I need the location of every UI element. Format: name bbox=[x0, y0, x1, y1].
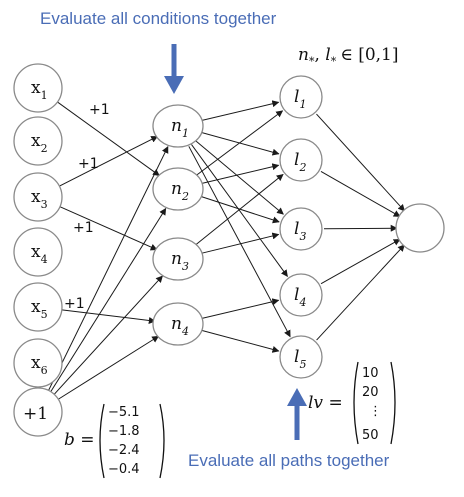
bias-node: +1 bbox=[13, 387, 63, 437]
edge-l2-output bbox=[320, 170, 401, 218]
range-l: l bbox=[325, 45, 330, 65]
edge-n3-l3 bbox=[200, 232, 280, 255]
leaf-node-l5-label: l5 bbox=[294, 347, 306, 371]
hidden-node-n3-label: n3 bbox=[171, 249, 189, 273]
edge-bias-n2 bbox=[49, 207, 167, 393]
input-node-x4-label: x4 bbox=[31, 242, 48, 266]
bias-value-2: −1.8 bbox=[108, 424, 140, 439]
bias-value-4: −0.4 bbox=[108, 462, 140, 477]
edge-n1-l3 bbox=[195, 140, 284, 215]
weight-label-x5: +1 bbox=[64, 296, 85, 312]
input-node-x2-label: x2 bbox=[31, 131, 48, 155]
hidden-node-n1-label: n1 bbox=[171, 116, 189, 140]
bias-vector-label: b = bbox=[64, 430, 95, 450]
input-node-x4: x4 bbox=[13, 227, 63, 277]
leaf-node-l3: l3 bbox=[279, 207, 323, 251]
edge-l1-output bbox=[316, 113, 406, 212]
range-set: ∈ [0,1] bbox=[340, 45, 398, 65]
edge-x3-n3 bbox=[58, 205, 158, 251]
bottom-caption: Evaluate all paths together bbox=[188, 451, 390, 470]
input-node-x3-label: x3 bbox=[31, 187, 48, 211]
weight-label-x3-upper: +1 bbox=[78, 156, 99, 172]
bias-vector: b = −5.1 −1.8 −2.4 −0.4 bbox=[64, 403, 165, 479]
input-node-x2: x2 bbox=[13, 116, 63, 166]
input-node-x6: x6 bbox=[13, 338, 63, 388]
edge-bias-n3 bbox=[53, 275, 163, 396]
lv-left-bracket bbox=[353, 361, 359, 445]
edge-l4-output bbox=[320, 238, 401, 285]
edge-l3-output bbox=[323, 224, 398, 232]
hidden-node-n4-label: n4 bbox=[171, 314, 189, 338]
leaf-value-3: ⋮ bbox=[369, 404, 382, 419]
edge-bias-n4 bbox=[57, 335, 160, 401]
edge-n1-l4 bbox=[191, 144, 288, 277]
output-node bbox=[395, 203, 445, 253]
leaf-node-l2: l2 bbox=[279, 138, 323, 182]
input-node-x1-label: x1 bbox=[31, 78, 48, 102]
edge-n2-l2 bbox=[200, 163, 280, 185]
edge-x1-n2 bbox=[56, 101, 160, 176]
edge-n4-l5 bbox=[200, 329, 280, 353]
leaf-value-label: lv = bbox=[308, 393, 343, 413]
input-node-x3: x3 bbox=[13, 172, 63, 222]
hidden-node-n3: n3 bbox=[152, 237, 204, 281]
edge-n4-l4 bbox=[200, 298, 280, 320]
range-n-sub: * bbox=[309, 55, 315, 68]
range-label: n*, l*∈ [0,1] bbox=[298, 45, 399, 68]
leaf-node-l4: l4 bbox=[279, 273, 323, 317]
hidden-node-n2: n2 bbox=[152, 167, 204, 211]
leaf-value-1: 10 bbox=[362, 366, 379, 381]
leaf-value-vector: lv = 10 20 ⋮ 50 bbox=[308, 361, 396, 445]
weight-label-x1: +1 bbox=[89, 102, 110, 118]
edge-bias-n1 bbox=[47, 146, 169, 392]
top-caption: Evaluate all conditions together bbox=[40, 9, 277, 28]
bias-value-1: −5.1 bbox=[108, 405, 140, 420]
edge-n2-l1 bbox=[196, 110, 284, 176]
top-blue-arrow bbox=[164, 44, 184, 94]
edge-x3-n1 bbox=[58, 135, 159, 188]
input-node-x1: x1 bbox=[13, 63, 63, 113]
edges-layer bbox=[47, 100, 406, 401]
bias-node-label: +1 bbox=[23, 404, 48, 424]
edge-weight-labels: +1 +1 +1 +1 bbox=[64, 102, 110, 312]
leaf-node-l2-label: l2 bbox=[294, 150, 306, 174]
bias-right-bracket bbox=[159, 403, 165, 479]
leaf-node-l5: l5 bbox=[279, 335, 323, 379]
weight-label-x3-lower: +1 bbox=[73, 220, 94, 236]
leaf-node-l1: l1 bbox=[279, 75, 323, 119]
bias-value-3: −2.4 bbox=[108, 443, 140, 458]
hidden-node-n2-label: n2 bbox=[171, 179, 189, 203]
input-node-x5-label: x5 bbox=[31, 297, 48, 321]
leaf-node-l4-label: l4 bbox=[294, 285, 306, 309]
bottom-blue-arrow bbox=[287, 388, 307, 440]
input-node-x6-label: x6 bbox=[31, 353, 48, 377]
edge-x5-n4 bbox=[60, 309, 156, 324]
leaf-node-l3-label: l3 bbox=[294, 219, 306, 243]
leaf-value-2: 20 bbox=[362, 385, 379, 400]
svg-text:n*, l*∈ [0,1]: n*, l*∈ [0,1] bbox=[298, 45, 399, 68]
input-node-x5: x5 bbox=[13, 282, 63, 332]
range-n: n bbox=[298, 45, 309, 65]
leaf-node-l1-label: l1 bbox=[294, 87, 306, 111]
edge-n3-l2 bbox=[195, 173, 284, 245]
bias-left-bracket bbox=[99, 403, 105, 479]
edge-l5-output bbox=[316, 244, 405, 341]
hidden-node-n1: n1 bbox=[152, 104, 204, 148]
edge-n1-l1 bbox=[200, 100, 280, 122]
nodes-layer: x1 x2 x3 x4 x5 x6 +1 n1 n2 n3 n4 l1 l2 l3 l4 l5 bbox=[13, 63, 445, 437]
lv-right-bracket bbox=[390, 361, 396, 445]
range-l-sub: * bbox=[331, 55, 337, 68]
hidden-node-n4: n4 bbox=[152, 302, 204, 346]
leaf-value-4: 50 bbox=[362, 428, 379, 443]
